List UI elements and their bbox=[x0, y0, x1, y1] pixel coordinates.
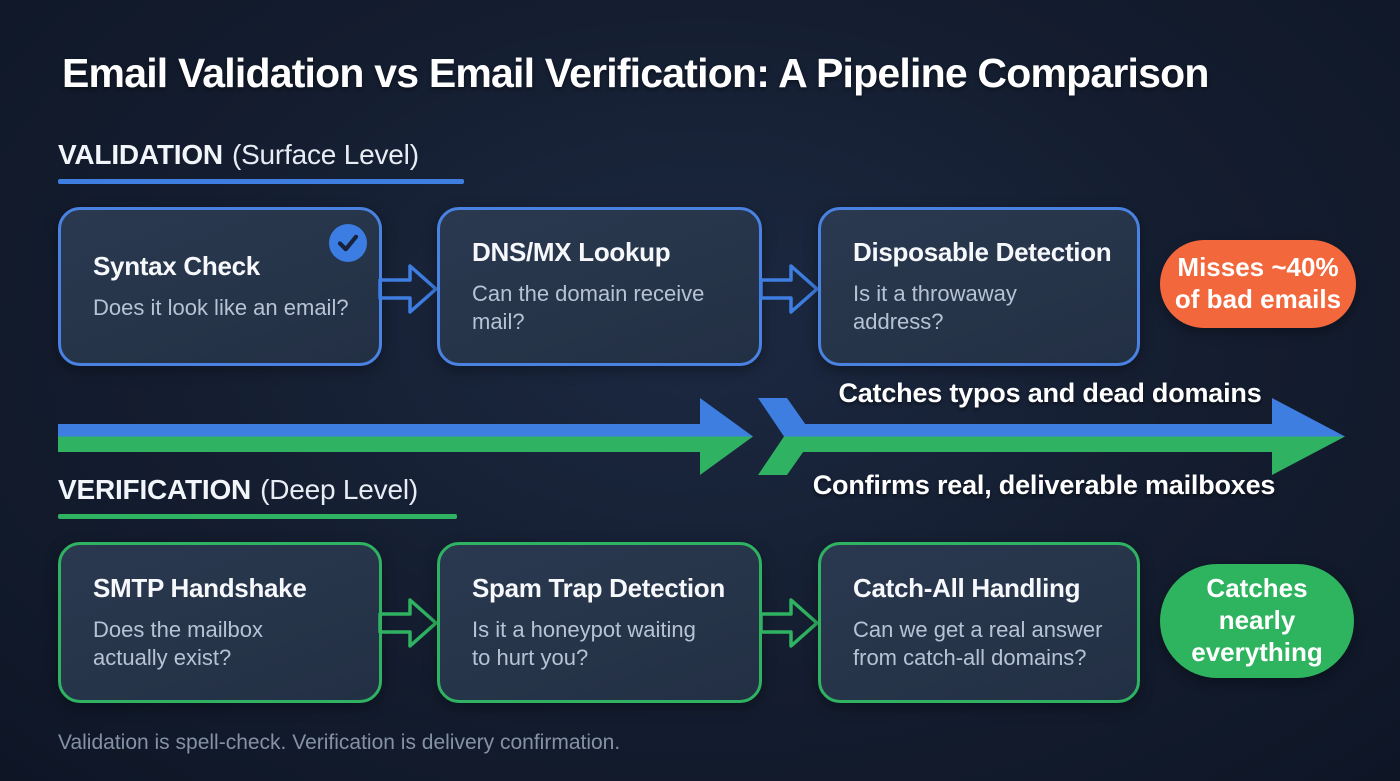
arrow-right-icon bbox=[378, 264, 438, 314]
box-title: Disposable Detection bbox=[853, 237, 1112, 268]
box-subtitle: Is it a honeypot waiting to hurt you? bbox=[472, 617, 696, 670]
arrow-right-icon bbox=[759, 264, 819, 314]
pipeline-flow-arrow bbox=[58, 398, 1345, 475]
box-title: Spam Trap Detection bbox=[472, 573, 725, 604]
box-smtp-handshake: SMTP Handshake Does the mailbox actually… bbox=[58, 542, 382, 703]
box-title: DNS/MX Lookup bbox=[472, 237, 671, 268]
badge-line: Misses ~40% bbox=[1177, 252, 1339, 283]
validation-section-heading: VALIDATION (Surface Level) bbox=[58, 139, 419, 171]
box-title: Syntax Check bbox=[93, 251, 260, 282]
validation-heading-subtext: (Surface Level) bbox=[231, 139, 419, 170]
badge-line: everything bbox=[1191, 636, 1323, 667]
box-subtitle: Can the domain receive mail? bbox=[472, 281, 705, 334]
verification-section-heading: VERIFICATION (Deep Level) bbox=[58, 474, 418, 506]
verification-underline bbox=[58, 514, 457, 519]
verification-heading-subtext: (Deep Level) bbox=[260, 474, 418, 505]
box-dns-mx-lookup: DNS/MX Lookup Can the domain receive mai… bbox=[437, 207, 762, 366]
box-title: SMTP Handshake bbox=[93, 573, 307, 604]
flow-label-top: Catches typos and dead domains bbox=[838, 378, 1262, 408]
box-subtitle: Is it a throwaway address? bbox=[853, 281, 1017, 334]
badge-line: Catches bbox=[1206, 573, 1308, 604]
verification-heading-bold: VERIFICATION bbox=[58, 474, 252, 505]
arrow-right-icon bbox=[759, 598, 819, 648]
badge-line: of bad emails bbox=[1174, 284, 1342, 314]
box-subtitle: Can we get a real answer from catch-all … bbox=[853, 617, 1103, 670]
badge-line: nearly bbox=[1218, 605, 1296, 636]
validation-underline bbox=[58, 179, 464, 184]
box-catch-all-handling: Catch-All Handling Can we get a real ans… bbox=[818, 542, 1140, 703]
flow-label-bottom: Confirms real, deliverable mailboxes bbox=[812, 470, 1276, 500]
box-syntax-check: Syntax Check Does it look like an email? bbox=[58, 207, 382, 366]
page-title: Email Validation vs Email Verification: … bbox=[62, 50, 1209, 96]
box-title: Catch-All Handling bbox=[853, 573, 1081, 604]
box-subtitle: Does it look like an email? bbox=[93, 295, 349, 321]
footer-note: Validation is spell-check. Verification … bbox=[58, 731, 621, 754]
validation-heading-bold: VALIDATION bbox=[58, 139, 223, 170]
arrow-right-icon bbox=[378, 598, 438, 648]
verification-result-badge: Catches nearly everything bbox=[1160, 564, 1354, 678]
validation-result-badge: Misses ~40% of bad emails bbox=[1160, 240, 1356, 328]
box-disposable-detection: Disposable Detection Is it a throwaway a… bbox=[818, 207, 1140, 366]
box-spam-trap-detection: Spam Trap Detection Is it a honeypot wai… bbox=[437, 542, 762, 703]
box-subtitle: Does the mailbox actually exist? bbox=[93, 617, 263, 670]
check-icon bbox=[328, 223, 368, 263]
